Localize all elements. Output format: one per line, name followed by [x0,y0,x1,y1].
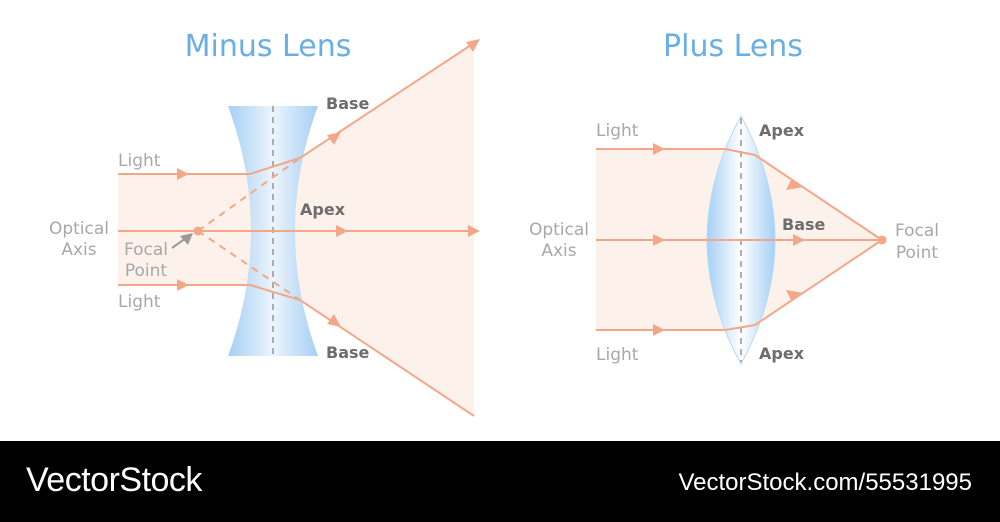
plus-arrow-top-mid [786,180,804,190]
minus-arrow-axis-mid [336,225,348,237]
minus-label-light-top: Light [118,151,161,171]
minus-lens-title: Minus Lens [185,29,352,64]
footer-image-id: VectorStock.com/55531995 [678,469,972,496]
minus-arrow-axis-end [468,225,480,237]
minus-arrow-top-end [466,39,480,52]
minus-label-light-bottom: Light [118,292,161,312]
minus-virtual-ray-top [197,157,301,232]
minus-label-focal: Focal [124,240,168,260]
plus-focal-point-dot [877,235,887,245]
minus-label-axis: Axis [61,240,96,260]
minus-arrow-light-top [177,168,189,180]
plus-arrow-light-bottom [653,324,665,336]
plus-arrow-axis [653,234,665,246]
minus-label-apex: Apex [300,200,346,219]
minus-arrow-top-mid [327,132,341,145]
minus-label-base-top: Base [326,94,370,113]
plus-label-apex-bottom: Apex [759,344,805,363]
minus-arrow-light-bottom [177,279,189,291]
plus-label-light-bottom: Light [596,345,639,365]
minus-label-point: Point [125,261,168,281]
minus-label-base-bottom: Base [326,343,370,362]
plus-lens-diagram: Plus Lens Apex Base Apex Light Light Opt… [529,29,939,366]
lens-diagram: Minus Lens Base Apex Base Light Light Op… [49,29,939,417]
watermark-footer: VectorStock VectorStock.com/55531995 [0,441,1000,522]
plus-label-base: Base [782,215,826,234]
plus-label-point: Point [896,243,939,263]
plus-lens-title: Plus Lens [663,29,803,64]
minus-focal-pointer-arrow [180,233,193,245]
plus-label-apex-top: Apex [759,121,805,140]
footer-brand-logo: VectorStock [26,461,202,499]
minus-beam-fill [118,43,474,416]
plus-label-axis: Axis [541,241,576,261]
plus-label-focal: Focal [895,221,939,241]
plus-arrow-axis-mid [793,234,805,246]
plus-label-optical: Optical [529,220,589,240]
minus-focal-point-dot [193,226,203,236]
minus-label-optical: Optical [49,219,109,239]
plus-arrow-bottom-mid [786,290,804,300]
plus-arrow-light-top [653,143,665,155]
minus-lens-diagram: Minus Lens Base Apex Base Light Light Op… [49,29,480,417]
plus-label-light-top: Light [596,121,639,141]
minus-arrow-bottom-mid [327,314,341,327]
